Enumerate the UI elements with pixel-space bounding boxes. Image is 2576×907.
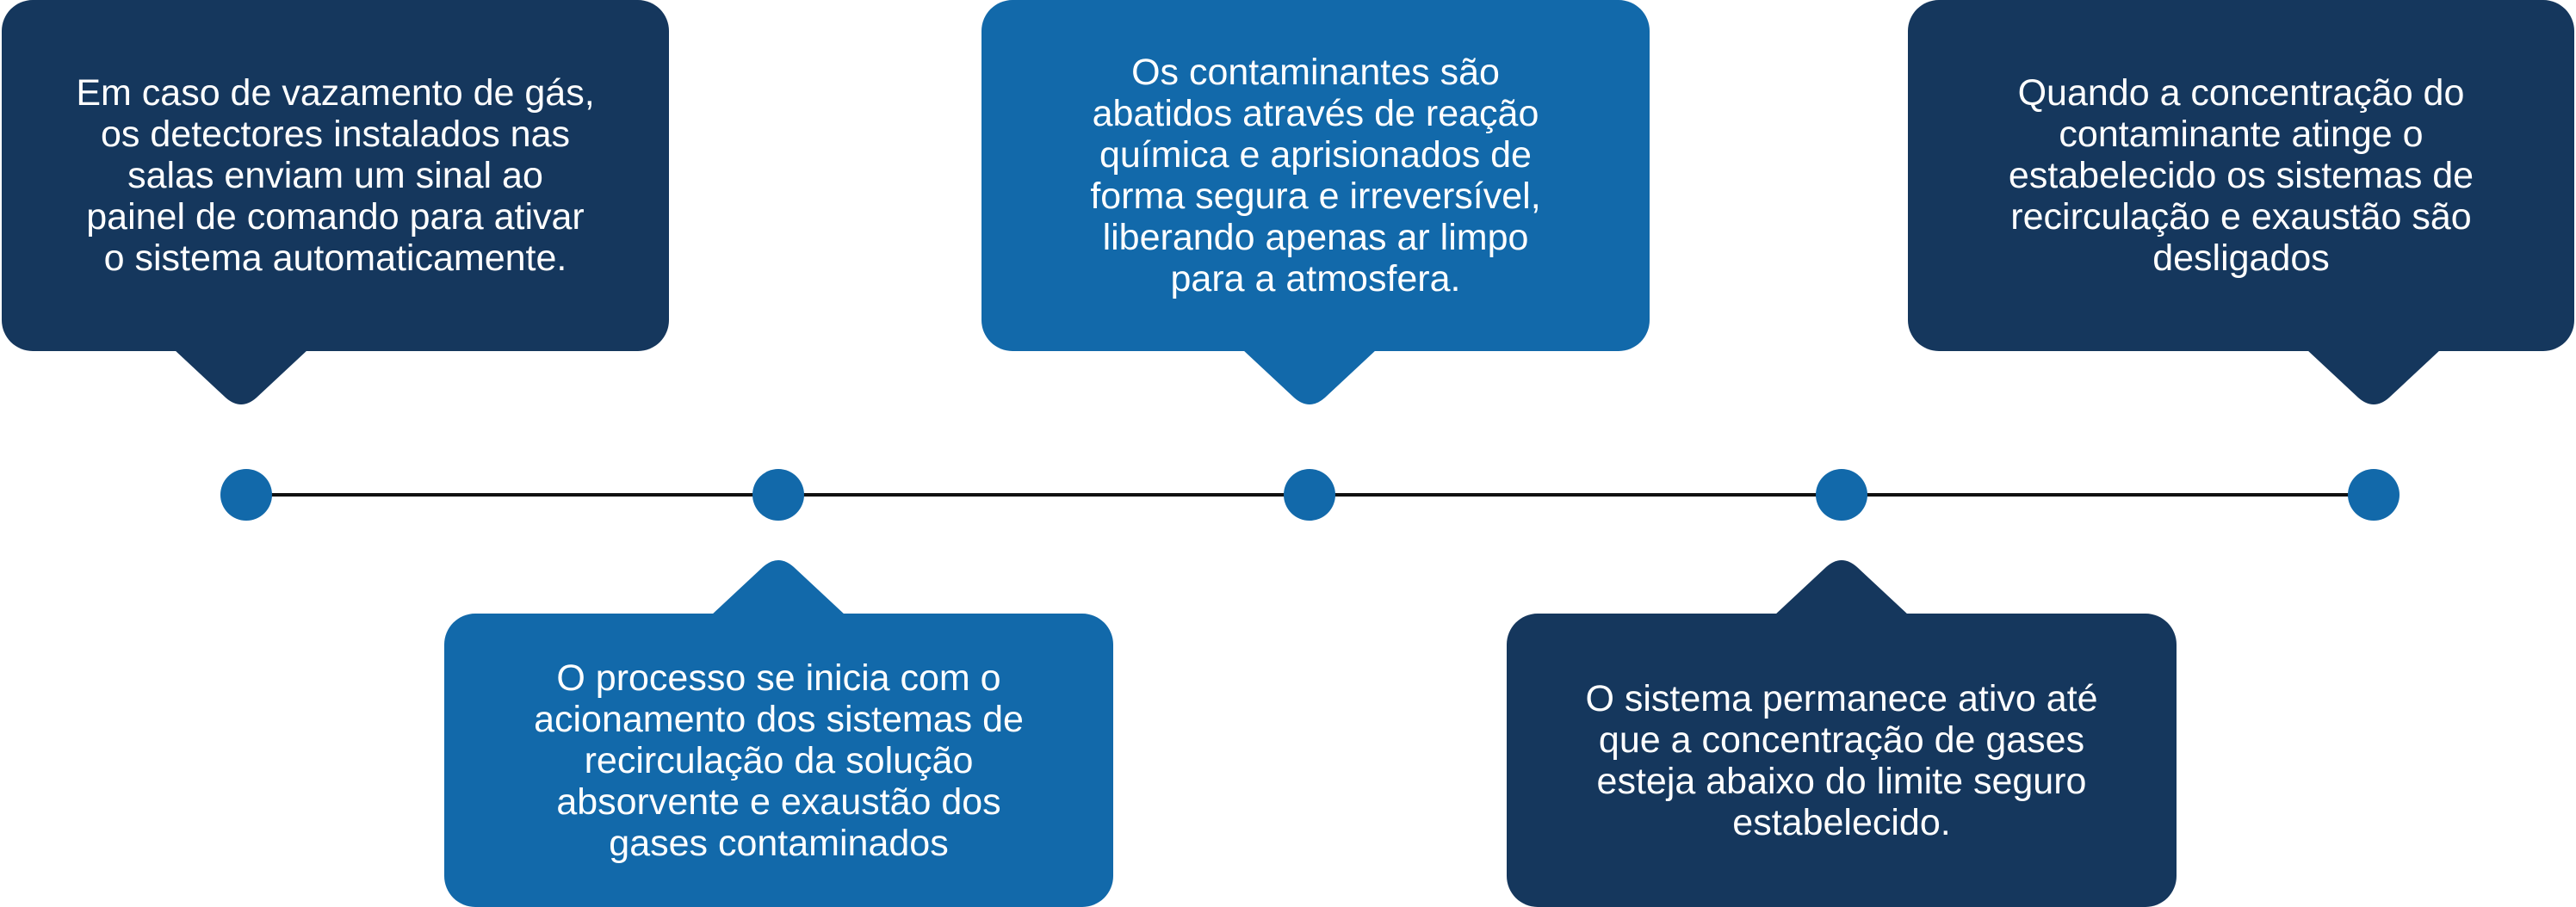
step-3-callout: Os contaminantes são abatidos através de…: [981, 0, 1650, 351]
step-1-pointer-icon: [174, 349, 308, 404]
step-4-pointer-icon: [1774, 560, 1909, 615]
step-3-pointer-icon: [1242, 349, 1377, 404]
step-2-callout: O processo se inicia com o acionamento d…: [444, 614, 1113, 907]
step-5-pointer-icon: [2307, 349, 2441, 404]
timeline-dot-4: [1816, 469, 1867, 521]
timeline-dot-3: [1284, 469, 1335, 521]
step-4-callout: O sistema permanece ativo até que a conc…: [1507, 614, 2177, 907]
step-3-text: Os contaminantes são abatidos através de…: [1090, 52, 1541, 299]
step-5-callout: Quando a concentração do contaminante at…: [1908, 0, 2574, 351]
timeline-dot-2: [752, 469, 804, 521]
timeline-dot-1: [220, 469, 272, 521]
step-1-callout: Em caso de vazamento de gás, os detector…: [2, 0, 669, 351]
step-5-text: Quando a concentração do contaminante at…: [2008, 72, 2474, 279]
timeline-dot-5: [2348, 469, 2400, 521]
step-4-text: O sistema permanece ativo até que a conc…: [1585, 677, 2098, 843]
step-2-text: O processo se inicia com o acionamento d…: [534, 657, 1024, 864]
step-1-text: Em caso de vazamento de gás, os detector…: [76, 72, 595, 279]
step-2-pointer-icon: [711, 560, 845, 615]
